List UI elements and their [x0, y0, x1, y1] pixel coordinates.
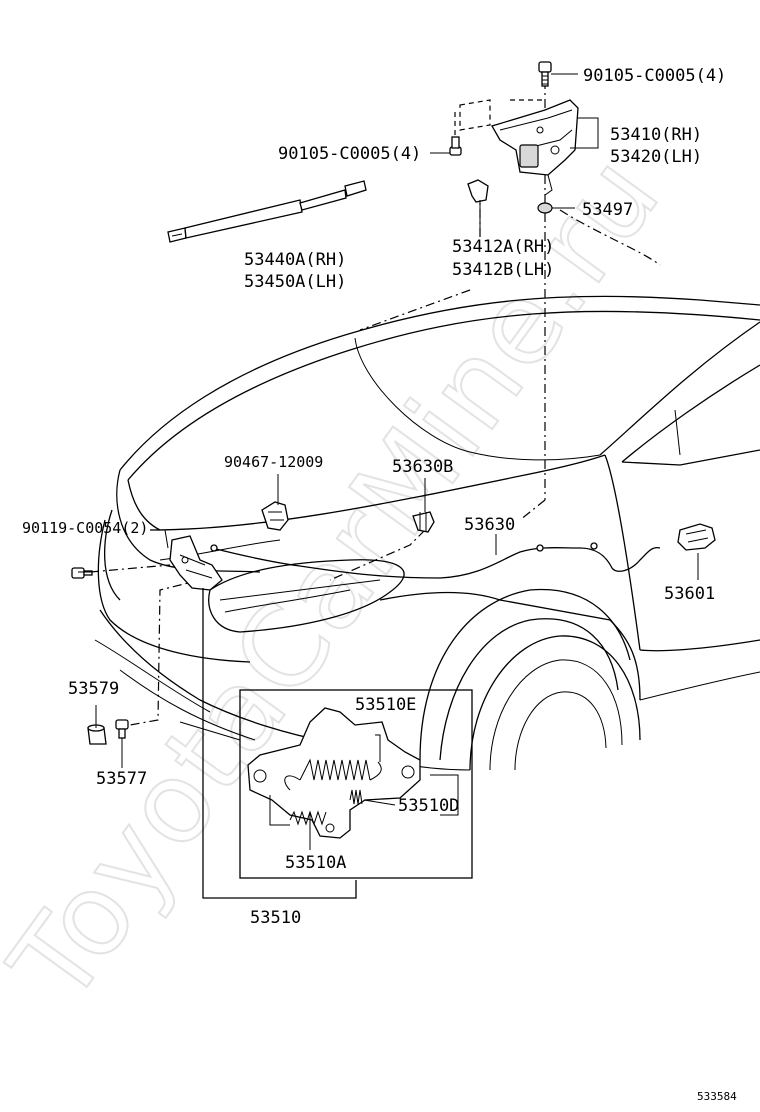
label-spring-d: 53510D	[398, 796, 459, 816]
label-spring-e: 53510E	[355, 695, 416, 715]
hook-cap-icon	[87, 724, 107, 745]
label-support-rh: 53440A(RH)	[244, 250, 346, 270]
bolt-top-icon	[538, 61, 552, 87]
hinge-bracket-icon	[467, 179, 489, 203]
label-bolt-hook: 53577	[96, 769, 147, 789]
label-hinge-lh: 53420(LH)	[610, 147, 702, 167]
lock-detail-inset	[239, 689, 473, 879]
hook-bolt-icon	[115, 719, 129, 739]
label-hinge-sub-b: 53412B(LH)	[452, 260, 554, 280]
label-cushion: 53497	[582, 200, 633, 220]
label-bolt-lock: 90119-C0054(2)	[22, 519, 148, 537]
clip-icon	[412, 511, 435, 533]
hood-support-strut-icon	[167, 180, 367, 243]
lock-assy-leader	[202, 588, 357, 899]
hood-lock-icon	[169, 535, 223, 591]
label-cable: 53630	[464, 515, 515, 535]
cushion-icon	[537, 202, 553, 214]
release-lever-icon	[677, 523, 716, 551]
clamp-icon	[261, 501, 289, 531]
lock-bolt-icon	[71, 567, 93, 579]
label-bolt-top: 90105-C0005(4)	[583, 66, 726, 86]
diagram-code: 533584	[697, 1090, 737, 1103]
label-clamp: 90467-12009	[224, 453, 323, 471]
hood-hinge-icon	[491, 99, 579, 196]
label-hinge-sub-a: 53412A(RH)	[452, 237, 554, 257]
callout-leaders	[78, 73, 699, 768]
label-spring-a: 53510A	[285, 853, 346, 873]
label-lever: 53601	[664, 584, 715, 604]
label-hinge-rh: 53410(RH)	[610, 125, 702, 145]
label-bolt-left: 90105-C0005(4)	[278, 144, 421, 164]
bolt-left-icon	[449, 136, 462, 156]
car-body-outline	[94, 295, 760, 771]
label-clip: 53630B	[392, 457, 453, 477]
release-cable-icon	[210, 542, 661, 579]
label-support-lh: 53450A(LH)	[244, 272, 346, 292]
label-hook-part: 53579	[68, 679, 119, 699]
label-lock-assy: 53510	[250, 908, 301, 928]
